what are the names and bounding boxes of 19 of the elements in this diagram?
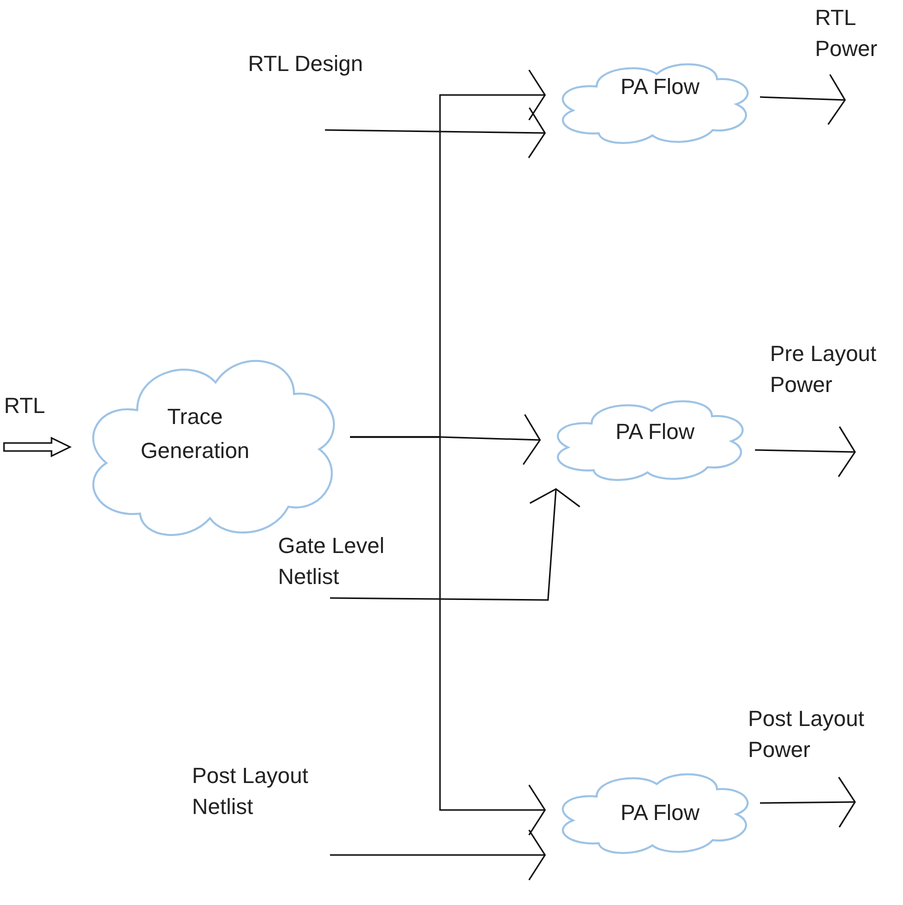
text-label: Post Layout Netlist xyxy=(192,760,344,822)
text-label: Pre Layout Power xyxy=(770,338,902,400)
arrow xyxy=(325,107,546,159)
text-label: Post Layout Power xyxy=(748,703,898,765)
arrow xyxy=(760,776,856,828)
node-label: PA Flow xyxy=(620,799,700,827)
arrow xyxy=(330,829,546,881)
hollow-arrow xyxy=(3,436,72,458)
text-label: Gate Level Netlist xyxy=(278,530,413,592)
arrow xyxy=(330,488,581,601)
text-label: RTL Design xyxy=(248,48,398,79)
arrow xyxy=(760,74,846,126)
arrow xyxy=(754,426,856,478)
text-label: RTL xyxy=(4,390,50,421)
text-label: RTL Power xyxy=(815,2,897,64)
node-label: Trace Generation xyxy=(140,403,250,465)
node-label: PA Flow xyxy=(620,73,700,101)
node-label: PA Flow xyxy=(615,418,695,446)
arrow xyxy=(350,436,546,836)
